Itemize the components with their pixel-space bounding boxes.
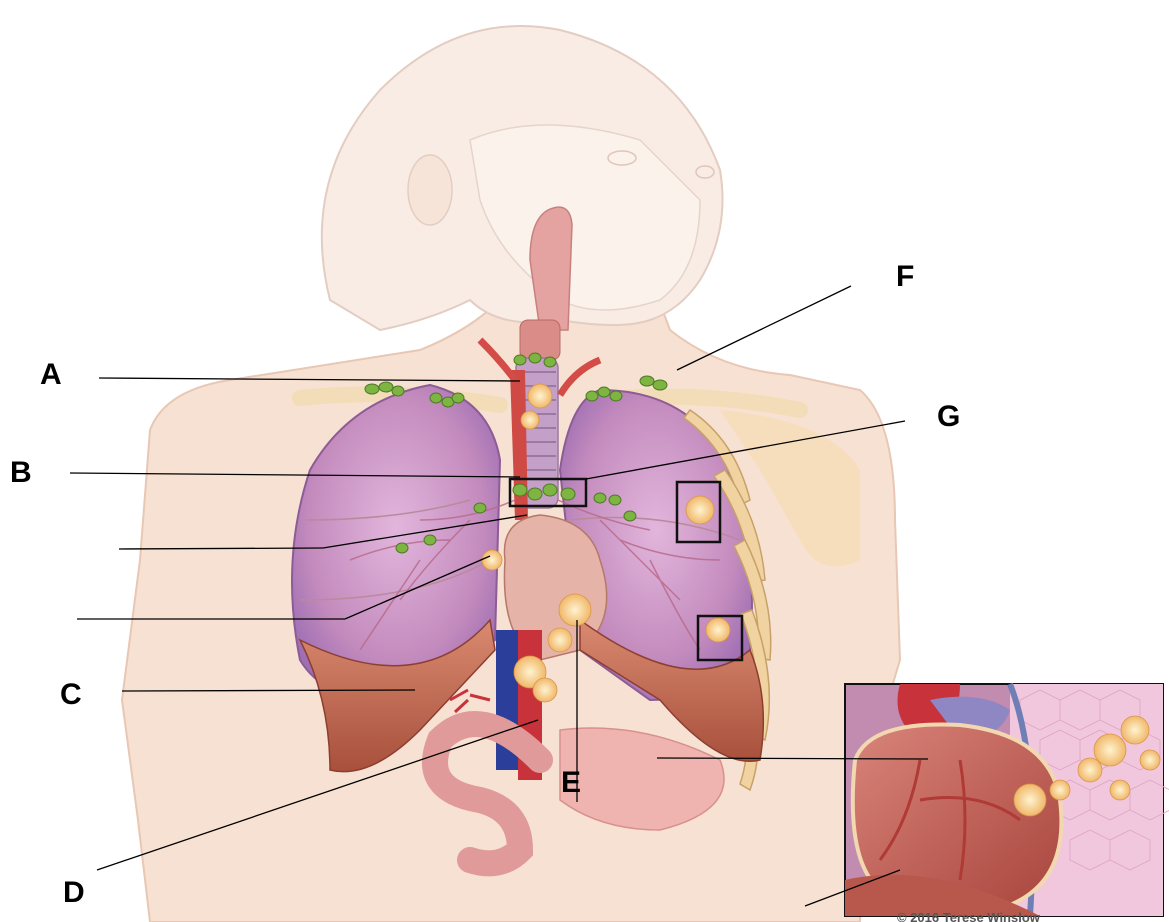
label-a: A: [40, 360, 62, 390]
label-e: E: [561, 768, 581, 798]
label-g: G: [937, 402, 960, 432]
leader-f: [677, 286, 851, 370]
heart-inset: [845, 684, 1169, 916]
label-f: F: [896, 262, 914, 292]
label-c: C: [60, 680, 82, 710]
copyright-credit: © 2016 Terese Winslow: [897, 911, 1167, 922]
label-d: D: [63, 878, 85, 908]
label-b: B: [10, 458, 32, 488]
